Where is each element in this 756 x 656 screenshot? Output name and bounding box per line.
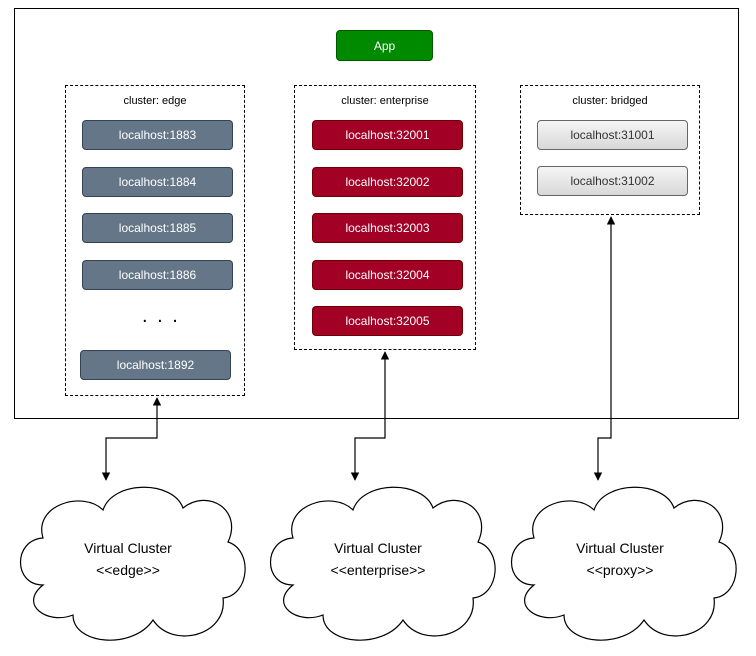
cloud-edge-title: Virtual Cluster (84, 540, 172, 556)
edge-ellipsis: . . . (142, 305, 180, 327)
enterprise-node-32002[interactable]: localhost:32002 (312, 167, 463, 197)
cluster-bridged-label: cluster: bridged (572, 95, 648, 107)
cloud-proxy-shape (511, 486, 737, 641)
cloud-proxy[interactable]: Virtual Cluster <<proxy>> (540, 537, 700, 581)
cloud-edge[interactable]: Virtual Cluster <<edge>> (48, 537, 208, 581)
bridged-node-31001[interactable]: localhost:31001 (537, 120, 688, 150)
enterprise-node-32003[interactable]: localhost:32003 (312, 213, 463, 243)
cluster-edge-label: cluster: edge (123, 95, 187, 107)
edge-node-1886[interactable]: localhost:1886 (82, 260, 233, 290)
cloud-enterprise-shape (270, 486, 496, 641)
bridged-node-31002[interactable]: localhost:31002 (537, 166, 688, 196)
enterprise-node-32004[interactable]: localhost:32004 (312, 260, 463, 290)
edge-node-1883[interactable]: localhost:1883 (82, 120, 233, 150)
cloud-enterprise-kind: <<enterprise>> (330, 562, 426, 578)
edge-connector (101, 397, 162, 481)
cluster-enterprise-label: cluster: enterprise (341, 95, 429, 107)
enterprise-connector (350, 351, 390, 481)
edge-node-1892[interactable]: localhost:1892 (80, 350, 231, 380)
cloud-edge-shape (20, 486, 246, 641)
edge-node-1885[interactable]: localhost:1885 (82, 213, 233, 243)
cloud-enterprise-title: Virtual Cluster (334, 540, 422, 556)
cloud-edge-kind: <<edge>> (96, 562, 160, 578)
app-box[interactable]: App (336, 30, 433, 61)
bridged-connector (593, 216, 616, 481)
cloud-proxy-title: Virtual Cluster (576, 540, 664, 556)
cloud-proxy-kind: <<proxy>> (586, 562, 654, 578)
cloud-enterprise[interactable]: Virtual Cluster <<enterprise>> (298, 537, 458, 581)
edge-node-1884[interactable]: localhost:1884 (82, 167, 233, 197)
enterprise-node-32005[interactable]: localhost:32005 (312, 306, 463, 336)
enterprise-node-32001[interactable]: localhost:32001 (312, 120, 463, 150)
